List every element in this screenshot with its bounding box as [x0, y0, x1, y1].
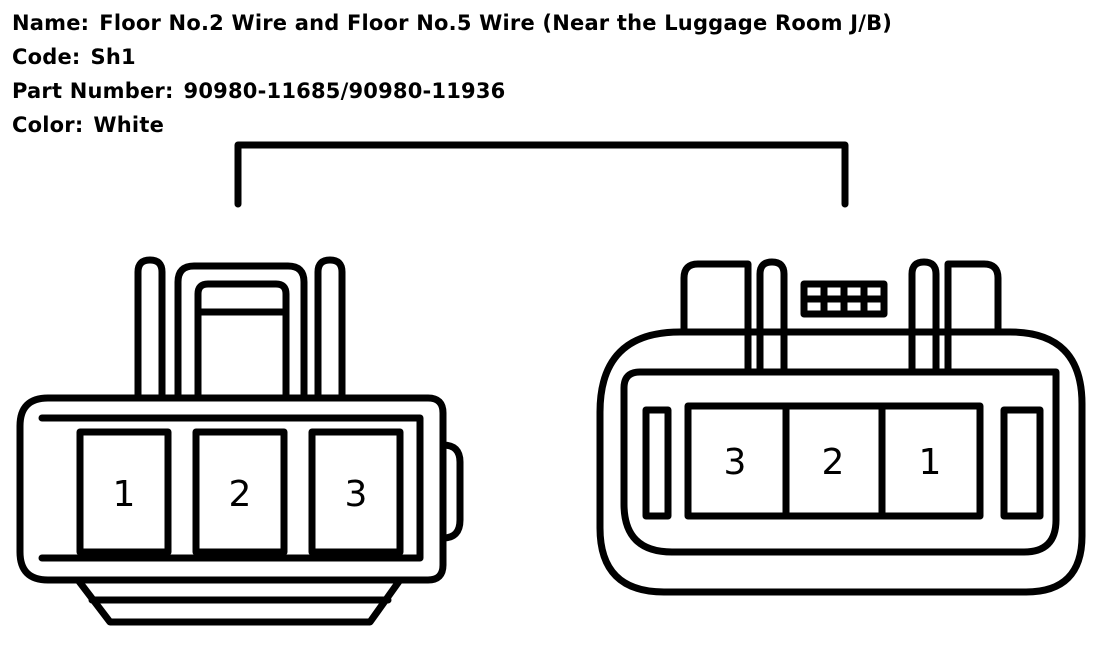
- right-pin-label-1: 1: [919, 442, 942, 483]
- part-number-value: 90980-11685/90980-11936: [183, 79, 506, 103]
- left-connector-pin-3: [308, 428, 404, 556]
- code-label: Code:: [12, 45, 81, 69]
- left-connector-pin-1: [76, 428, 172, 556]
- right-connector-post-left: [756, 258, 788, 376]
- left-pin-label-2: 2: [229, 474, 252, 515]
- name-row: Name: Floor No.2 Wire and Floor No.5 Wire…: [12, 6, 892, 40]
- code-value: Sh1: [90, 45, 136, 69]
- name-label: Name:: [12, 11, 90, 35]
- right-pin-label-2: 2: [822, 442, 845, 483]
- left-connector-post-left: [134, 256, 166, 402]
- color-label: Color:: [12, 113, 84, 137]
- right-connector-pin-1: [878, 402, 984, 520]
- right-connector-side-slot-right: [1000, 406, 1044, 520]
- right-pin-label-3: 3: [724, 442, 747, 483]
- part-number-label: Part Number:: [12, 79, 174, 103]
- right-connector: [596, 258, 1086, 596]
- left-connector-body: [16, 394, 447, 584]
- left-connector-post-right: [314, 256, 346, 402]
- right-connector-post-right: [908, 258, 940, 376]
- name-value: Floor No.2 Wire and Floor No.5 Wire (Nea…: [99, 11, 893, 35]
- left-connector-pin-2: [192, 428, 288, 556]
- right-connector-window: [620, 368, 1060, 556]
- left-connector: [16, 256, 464, 626]
- left-connector-lock-tab: [194, 280, 290, 316]
- pairing-bracket: [234, 141, 849, 208]
- left-connector-lock-housing: [174, 262, 308, 402]
- color-row: Color: White: [12, 108, 892, 142]
- left-pin-label-3: 3: [345, 474, 368, 515]
- connector-info: Name: Floor No.2 Wire and Floor No.5 Wire…: [12, 6, 892, 142]
- left-pin-label-1: 1: [113, 474, 136, 515]
- color-value: White: [93, 113, 165, 137]
- right-connector-lock-housing: [680, 260, 1002, 376]
- right-connector-body: [596, 328, 1086, 596]
- right-connector-side-slot-left: [642, 406, 672, 520]
- part-number-row: Part Number: 90980-11685/90980-11936: [12, 74, 892, 108]
- left-connector-cavity: [38, 414, 424, 562]
- left-connector-side-tab: [439, 441, 464, 542]
- left-connector-lock-stem: [194, 308, 290, 402]
- code-row: Code: Sh1: [12, 40, 892, 74]
